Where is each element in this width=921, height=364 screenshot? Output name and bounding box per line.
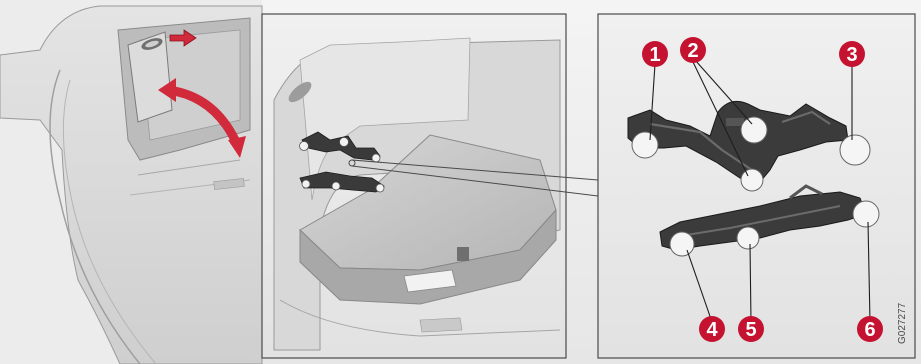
trunk-interior-view [262,14,566,358]
bulb-2a [741,117,767,143]
bulb-1 [632,132,658,158]
upper-holder-clip [726,118,744,126]
lower-holder-bulb-a [302,180,310,188]
callout-2: 2 [680,37,706,63]
trunk-exterior-view [0,0,262,364]
bulb-3 [840,135,870,165]
lower-trim-clip [420,318,462,332]
lower-holder-bulb-c [376,184,384,192]
callout-5: 5 [738,316,764,342]
callout-1-label: 1 [649,44,660,66]
lower-holder-bulb-b [332,182,340,190]
callout-6-label: 6 [864,319,875,341]
upper-holder-bulb-b [340,138,349,147]
bulb-holder-detail: 1 2 3 4 5 6 G027277 [598,14,915,358]
callout-4-label: 4 [706,319,718,341]
bulb-6 [853,201,879,227]
bulb-2b [741,169,763,191]
floor-latch [457,247,469,261]
bulb-5 [737,227,759,249]
bulb-4 [670,232,694,256]
callout-3-label: 3 [846,44,857,66]
callout-4: 4 [699,316,725,342]
callout-1: 1 [642,41,668,67]
callout-3: 3 [839,41,865,67]
upper-holder-bulb-a [300,142,309,151]
figure-code: G027277 [897,302,908,344]
callout-2-label: 2 [687,40,698,62]
upper-holder-bulb-c [372,154,380,162]
callout-6: 6 [857,316,883,342]
callout-5-label: 5 [745,319,756,341]
